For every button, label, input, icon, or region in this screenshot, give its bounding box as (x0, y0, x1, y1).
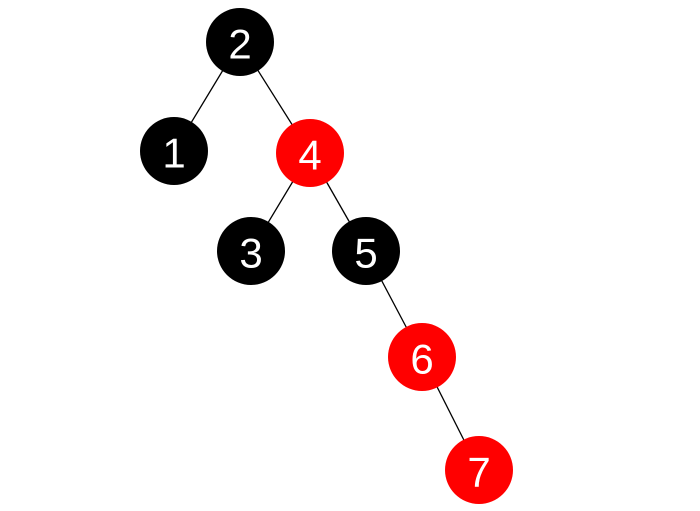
tree-node-label: 5 (354, 230, 377, 277)
tree-node-label: 2 (228, 21, 251, 68)
tree-node-circle-black (206, 8, 274, 76)
tree-node-2: 2 (206, 8, 274, 76)
tree-node-6: 6 (388, 323, 456, 391)
tree-node-5: 5 (332, 217, 400, 285)
tree-node-label: 7 (467, 449, 490, 496)
tree-node-circle-black (332, 217, 400, 285)
tree-node-label: 1 (162, 130, 185, 177)
tree-node-4: 4 (276, 119, 344, 187)
tree-node-circle-red (445, 436, 513, 504)
tree-node-circle-red (276, 119, 344, 187)
tree-node-label: 6 (410, 336, 433, 383)
tree-node-1: 1 (140, 117, 208, 185)
tree-node-circle-black (217, 217, 285, 285)
tree-node-7: 7 (445, 436, 513, 504)
tree-node-circle-black (140, 117, 208, 185)
tree-node-label: 3 (239, 230, 262, 277)
tree-node-circle-red (388, 323, 456, 391)
tree-node-3: 3 (217, 217, 285, 285)
tree-node-label: 4 (298, 132, 321, 179)
